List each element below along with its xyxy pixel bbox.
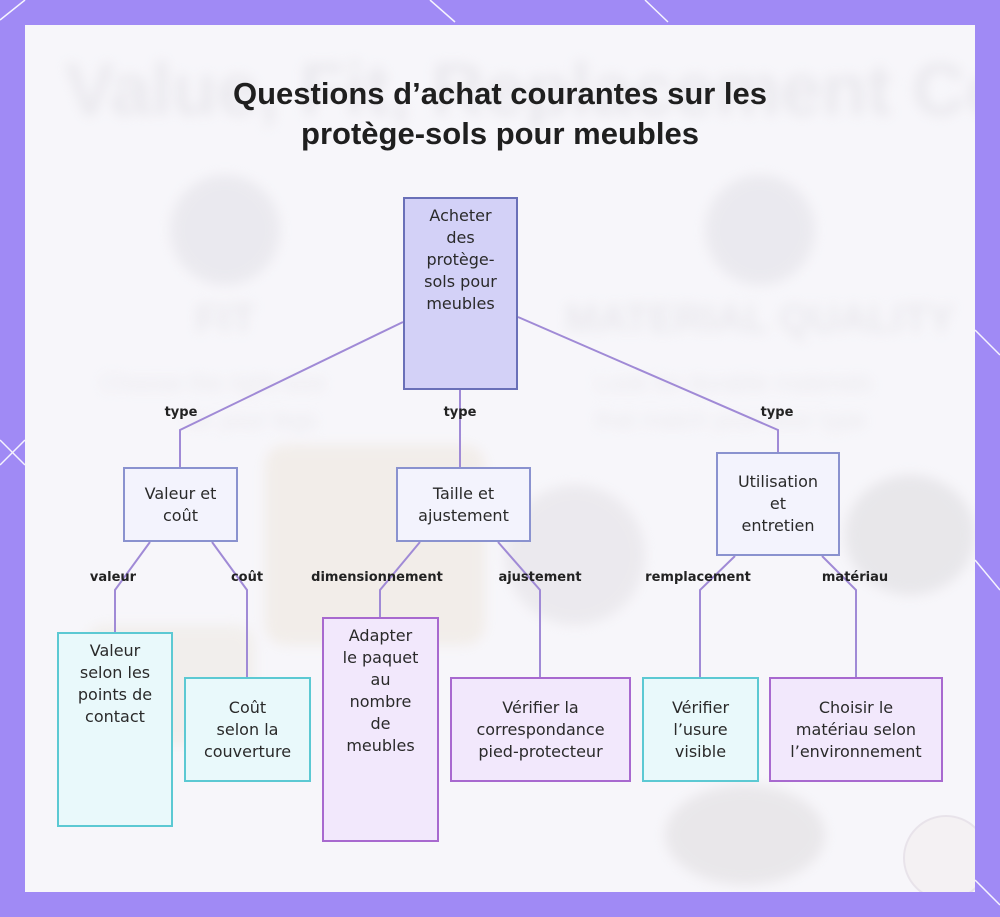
edge-label-ajustement: ajustement bbox=[498, 570, 581, 585]
edge-value-contact bbox=[115, 542, 150, 632]
edge-label-type-left: type bbox=[165, 405, 198, 420]
edge-size-fit bbox=[498, 542, 540, 677]
node-root: Acheter des protège- sols pour meubles bbox=[403, 197, 518, 390]
edge-label-type-right: type bbox=[761, 405, 794, 420]
edge-label-materiau: matériau bbox=[822, 570, 888, 585]
edge-root-value bbox=[180, 322, 403, 467]
node-value-cost: Valeur et coût bbox=[123, 467, 238, 542]
node-adapt-pack: Adapter le paquet au nombre de meubles bbox=[322, 617, 439, 842]
node-usage-care: Utilisation et entretien bbox=[716, 452, 840, 556]
edge-label-remplacement: remplacement bbox=[645, 570, 751, 585]
node-value-contact: Valeur selon les points de contact bbox=[57, 632, 173, 827]
node-cost-coverage: Coût selon la couverture bbox=[184, 677, 311, 782]
edge-label-valeur: valeur bbox=[90, 570, 136, 585]
node-size-fit: Taille et ajustement bbox=[396, 467, 531, 542]
edge-label-dimensionnement: dimensionnement bbox=[311, 570, 443, 585]
edge-label-cout: coût bbox=[231, 570, 263, 585]
node-check-wear: Vérifier l’usure visible bbox=[642, 677, 759, 782]
edge-value-cost bbox=[212, 542, 247, 677]
edge-root-usage bbox=[518, 317, 778, 452]
edge-label-type-center: type bbox=[444, 405, 477, 420]
node-choose-material: Choisir le matériau selon l’environnemen… bbox=[769, 677, 943, 782]
node-check-fit: Vérifier la correspondance pied-protecte… bbox=[450, 677, 631, 782]
